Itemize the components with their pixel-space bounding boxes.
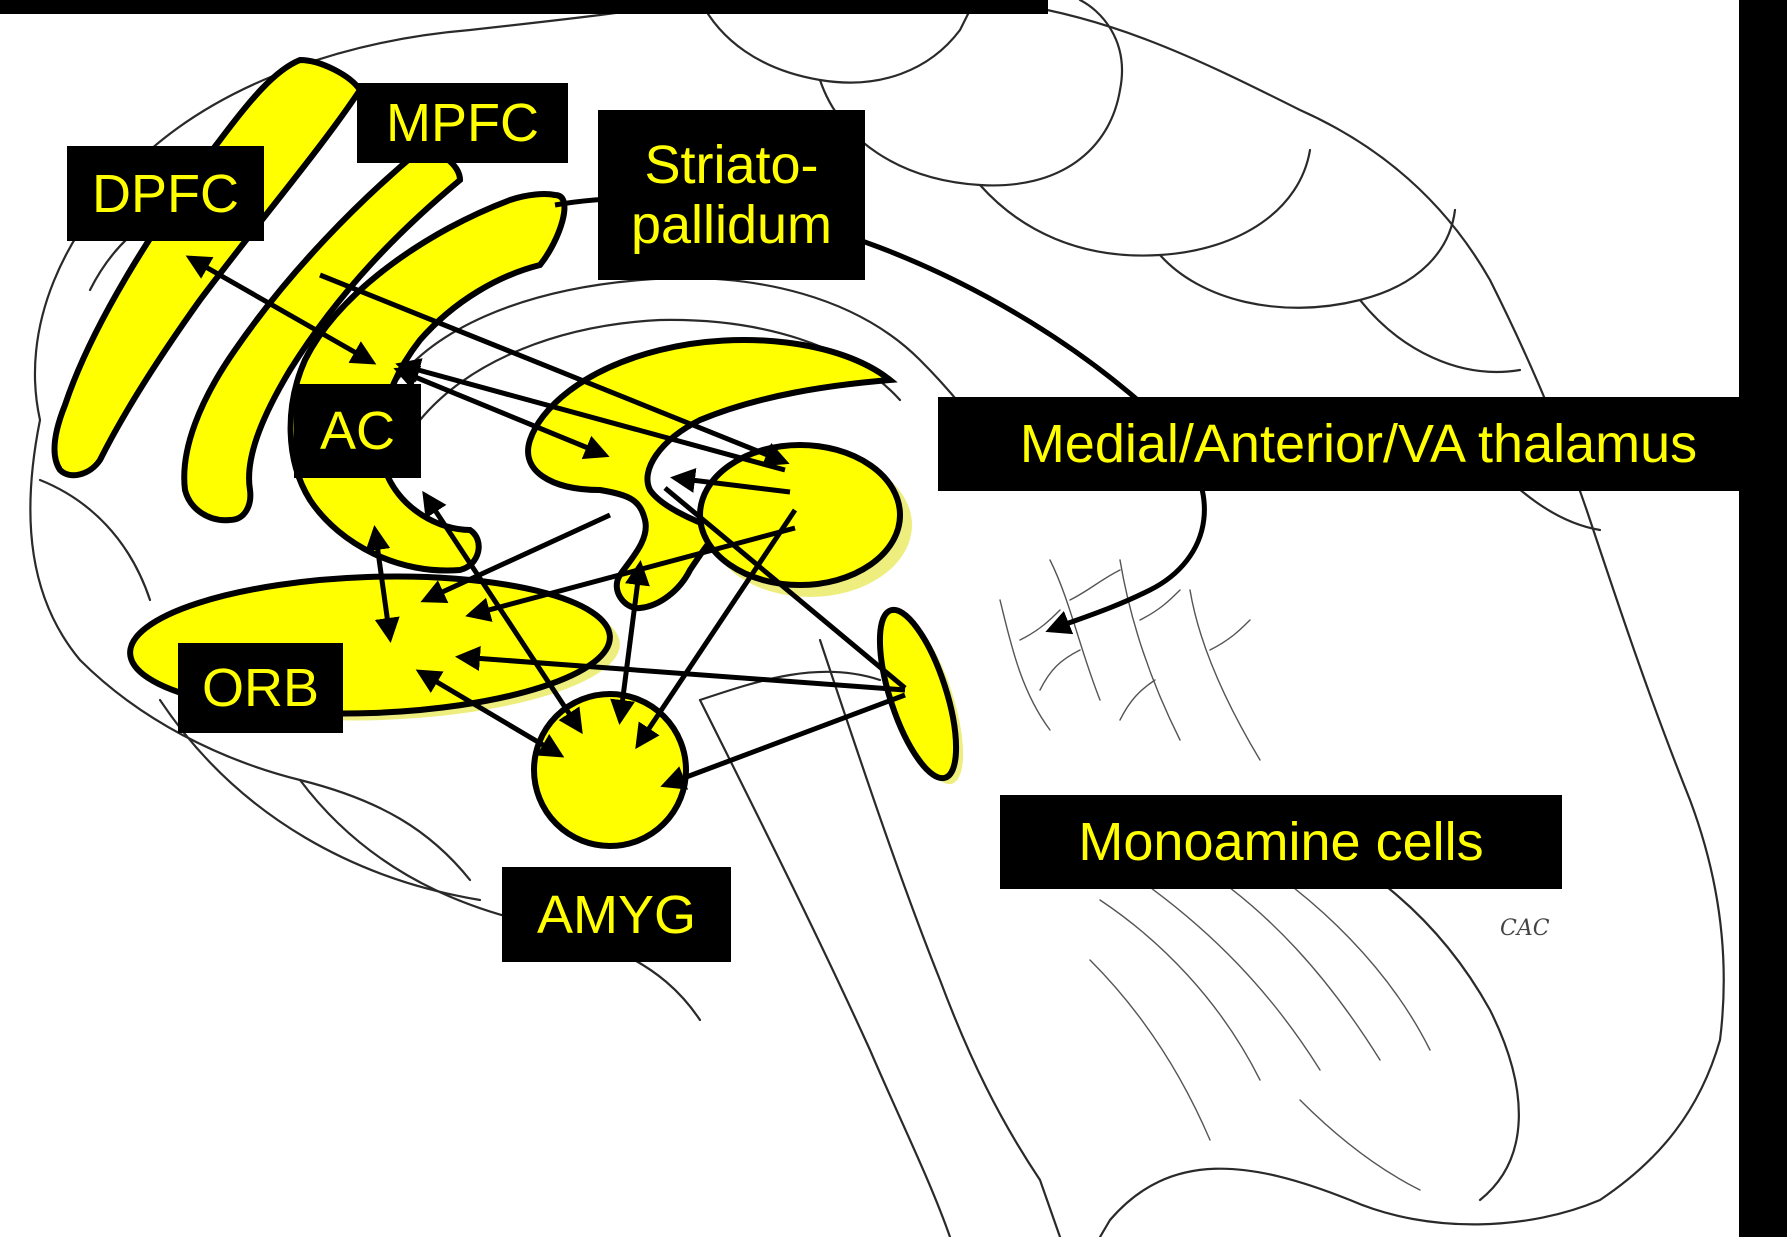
label-striatopallidum-line1: Striato-	[644, 135, 818, 195]
arrow-monoamine-amyg	[665, 695, 905, 785]
label-monoamine: Monoamine cells	[1000, 795, 1562, 889]
amyg-region	[534, 694, 686, 846]
artist-signature: CAC	[1500, 916, 1550, 941]
label-orb-text: ORB	[202, 660, 319, 716]
label-thalamus-text: Medial/Anterior/VA thalamus	[1020, 416, 1697, 472]
arbor-2	[1120, 560, 1180, 740]
sulcus-2	[820, 0, 1122, 185]
label-striatopallidum-line2: pallidum	[631, 195, 832, 255]
label-dpfc: DPFC	[67, 146, 264, 241]
cerebellum-folia-3	[1190, 860, 1380, 1060]
label-striatopallidum: Striato- pallidum	[598, 110, 865, 280]
label-mpfc: MPFC	[357, 83, 568, 163]
label-mpfc-text: MPFC	[386, 95, 539, 151]
cerebellum-folia-2	[1140, 880, 1320, 1070]
cerebellum-folia-6	[1300, 1100, 1420, 1190]
thalamus-region	[700, 445, 900, 585]
top-border-bar	[0, 0, 1048, 14]
monoamine-region	[864, 602, 972, 787]
label-orb: ORB	[178, 643, 343, 733]
label-thalamus: Medial/Anterior/VA thalamus	[938, 397, 1779, 491]
label-monoamine-text: Monoamine cells	[1078, 814, 1483, 870]
label-amyg: AMYG	[502, 867, 731, 962]
cerebellum-folia-5	[1090, 960, 1210, 1140]
label-ac-text: AC	[320, 403, 395, 459]
sulcus-4	[1160, 210, 1455, 308]
label-dpfc-text: DPFC	[92, 166, 239, 222]
arbor-4	[1000, 600, 1060, 730]
sulcus-3	[980, 150, 1310, 256]
label-ac: AC	[294, 384, 421, 478]
frontal-gyrus-2	[40, 480, 150, 600]
label-amyg-text: AMYG	[537, 887, 696, 943]
brainstem-2	[700, 700, 950, 1237]
right-border-bar	[1739, 0, 1787, 1237]
arbor-3	[1190, 590, 1260, 760]
sulcus-5	[1360, 300, 1520, 372]
cerebellum-folia-1	[1100, 900, 1260, 1080]
